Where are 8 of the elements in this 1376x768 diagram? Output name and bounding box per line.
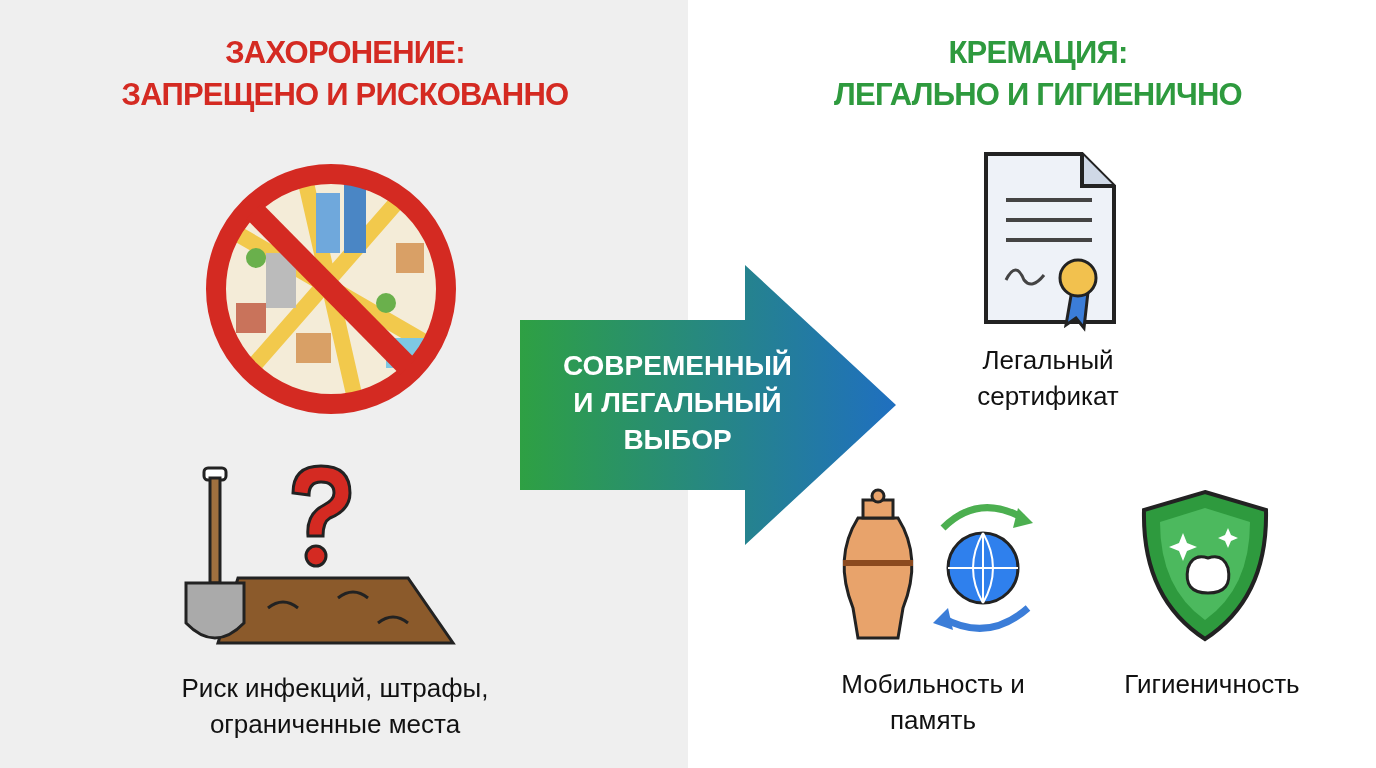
caption: Гигиеничность: [1123, 668, 1301, 701]
caption: Риск инфекций, штрафы, ограниченные места: [180, 672, 490, 741]
arrow-shape: [520, 265, 896, 545]
arrow-text: СОВРЕМЕННЫЙ И ЛЕГАЛЬНЫЙ ВЫБОР: [562, 348, 793, 457]
panel-title: ЗАХОРОНЕНИЕ: ЗАПРЕЩЕНО И РИСКОВАННО: [120, 34, 570, 114]
caption: Легальный сертификат: [976, 344, 1120, 413]
caption: Мобильность и память: [840, 668, 1026, 737]
panel-title: КРЕМАЦИЯ: ЛЕГАЛЬНО И ГИГИЕНИЧНО: [833, 34, 1243, 114]
